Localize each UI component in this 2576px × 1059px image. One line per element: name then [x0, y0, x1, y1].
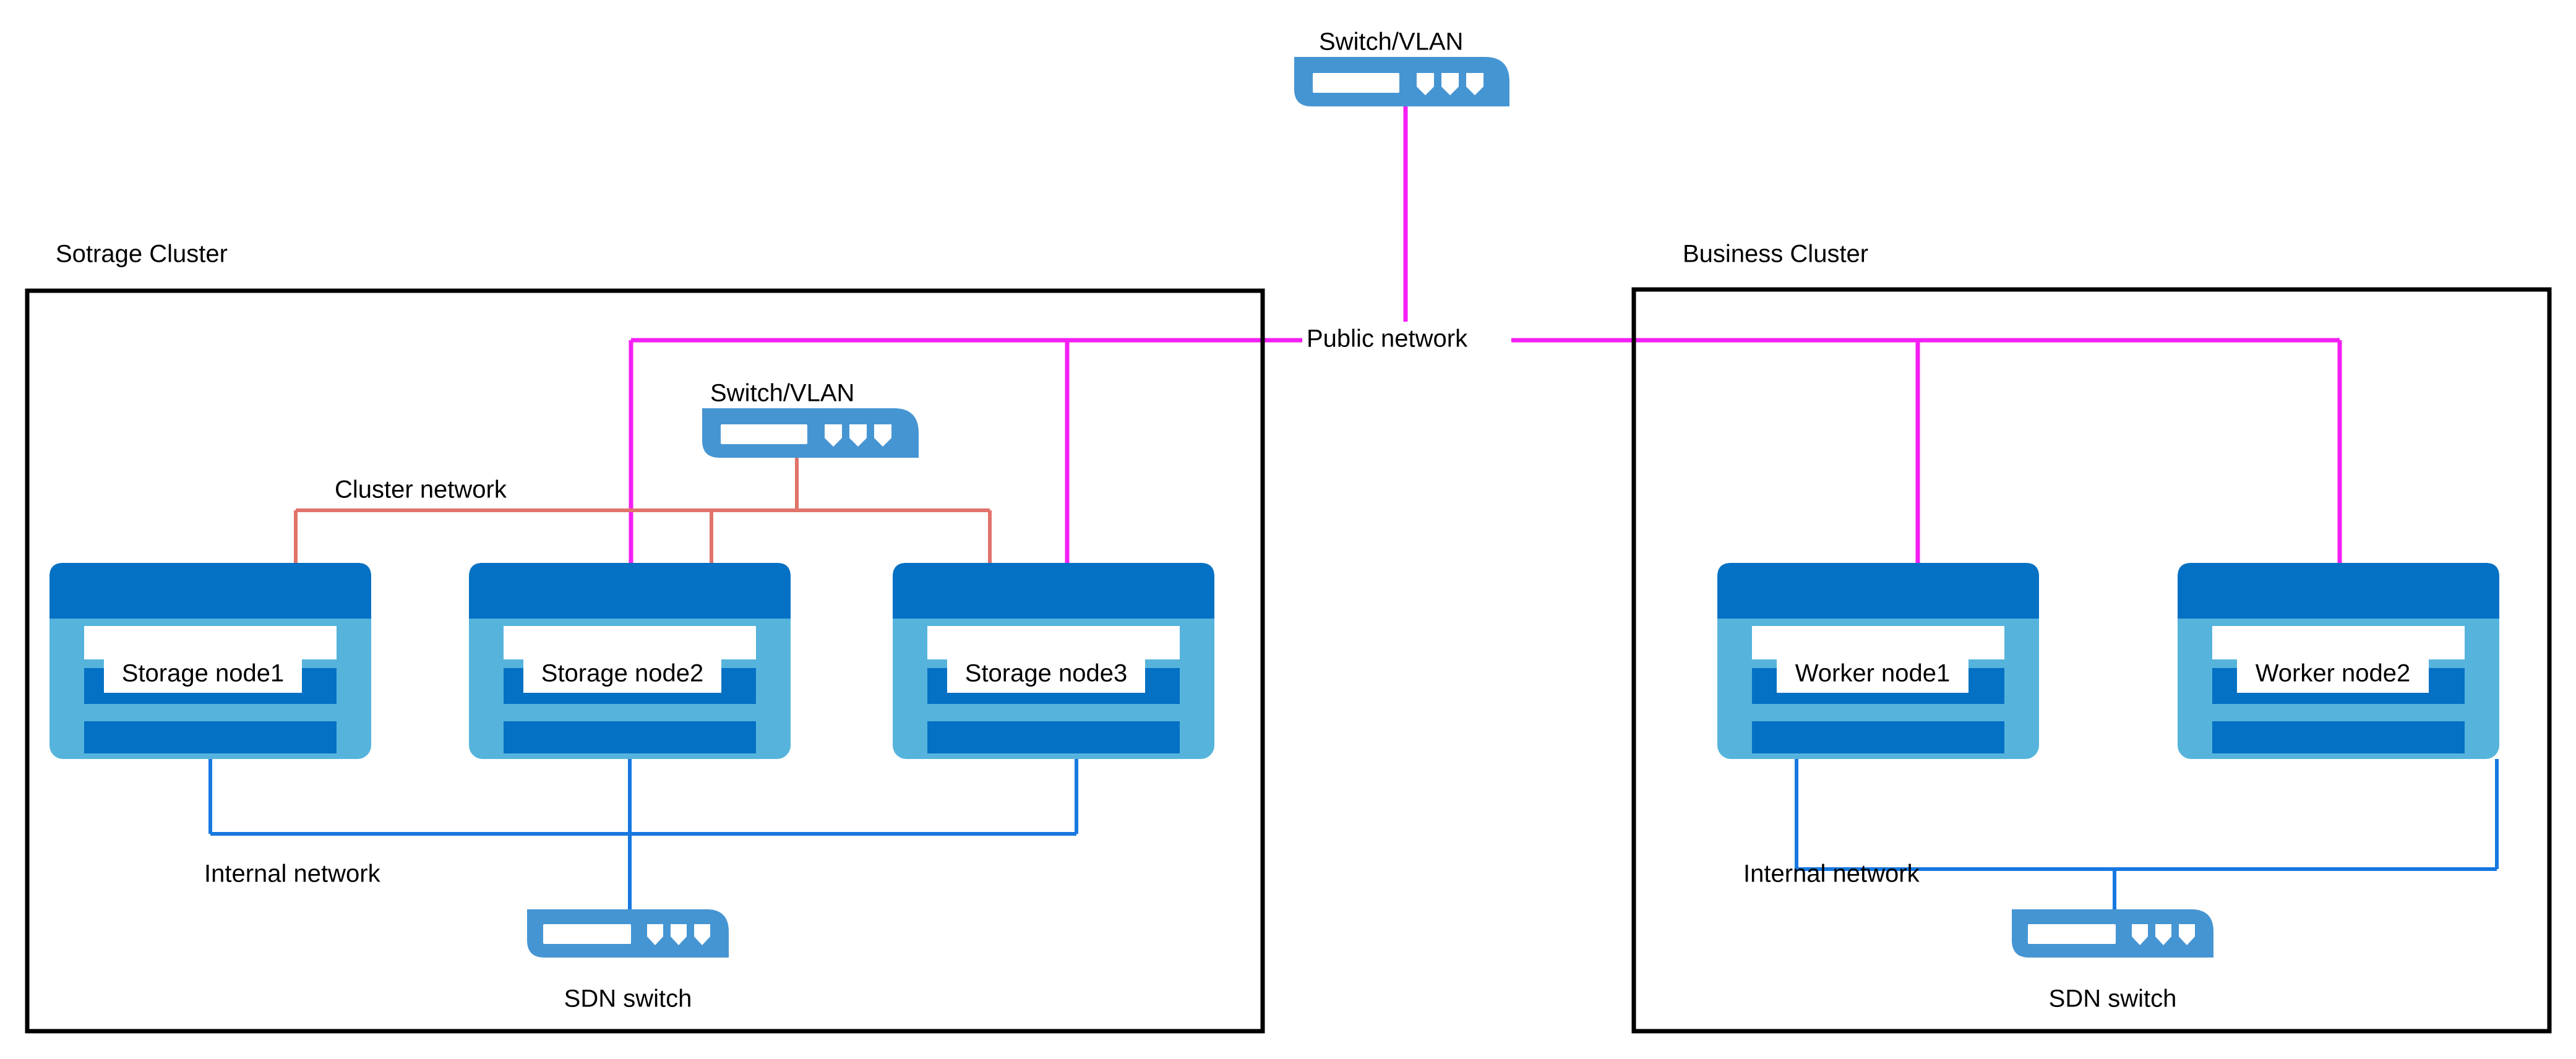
- server-slot-1: [504, 626, 756, 659]
- top-switch[interactable]: [1294, 57, 1509, 106]
- cluster-network-label: Cluster network: [335, 476, 507, 504]
- storage-node-1-label-bg: [104, 657, 302, 693]
- business-cluster-title: Business Cluster: [1683, 241, 1868, 268]
- business-sdn-switch-label: SDN switch: [2049, 985, 2177, 1013]
- server-slot-1: [927, 626, 1180, 659]
- server-header: [893, 563, 1214, 619]
- switch-slot: [721, 424, 807, 444]
- worker-node-2-label: Worker node2: [2256, 660, 2411, 687]
- server-slot-3: [1752, 721, 2004, 753]
- internal-network-links-business: [1795, 759, 2499, 909]
- server-header: [2178, 563, 2499, 619]
- switch-icon: [1294, 57, 1509, 106]
- business-sdn-switch[interactable]: [2012, 909, 2213, 958]
- storage-cluster-title: Sotrage Cluster: [56, 241, 228, 268]
- storage-sdn-switch[interactable]: [527, 909, 729, 958]
- server-slot-1: [84, 626, 337, 659]
- switch-slot: [2028, 924, 2116, 944]
- switch-ports: [647, 924, 710, 945]
- server-slot-3: [2212, 721, 2465, 753]
- switch-ports: [825, 424, 891, 447]
- storage-node-2-label-bg: [523, 657, 721, 693]
- business-cluster-frame: [1631, 287, 2552, 1034]
- server-slot-3: [504, 721, 756, 753]
- storage-cluster-frame: [25, 288, 1265, 1034]
- cluster-network-links: [294, 458, 992, 563]
- worker-node-1-label-bg: [1777, 657, 1968, 693]
- switch-icon: [702, 408, 919, 458]
- server-header: [49, 563, 371, 619]
- worker-node-2-label-bg: [2237, 657, 2429, 693]
- server-slot-3: [84, 721, 337, 753]
- storage-node-2-label: Storage node2: [541, 660, 703, 687]
- server-slot-3: [927, 721, 1180, 753]
- server-slot-1: [1752, 626, 2004, 659]
- storage-sdn-switch-label: SDN switch: [564, 985, 692, 1013]
- public-network-links: [629, 106, 2342, 563]
- internal-network-links-storage: [208, 759, 1078, 909]
- internal-network-label-storage: Internal network: [204, 860, 381, 888]
- worker-node-1-label: Worker node1: [1795, 660, 1951, 687]
- top-switch-label: Switch/VLAN: [1319, 28, 1463, 56]
- switch-ports: [1417, 73, 1483, 95]
- storage-cluster-switch[interactable]: [702, 408, 919, 458]
- storage-node-1-label: Storage node1: [122, 660, 284, 687]
- switch-slot: [543, 924, 631, 944]
- storage-node-3-label: Storage node3: [965, 660, 1127, 687]
- switch-ports: [2132, 924, 2195, 945]
- server-slot-1: [2212, 626, 2465, 659]
- storage-cluster-switch-label: Switch/VLAN: [710, 380, 854, 407]
- server-header: [469, 563, 791, 619]
- internal-network-label-business: Internal network: [1743, 860, 1920, 888]
- server-header: [1717, 563, 2039, 619]
- storage-node-3-label-bg: [947, 657, 1145, 693]
- switch-slot: [1313, 73, 1399, 93]
- public-network-label: Public network: [1307, 325, 1468, 353]
- public-network-label-bg: [1302, 322, 1511, 358]
